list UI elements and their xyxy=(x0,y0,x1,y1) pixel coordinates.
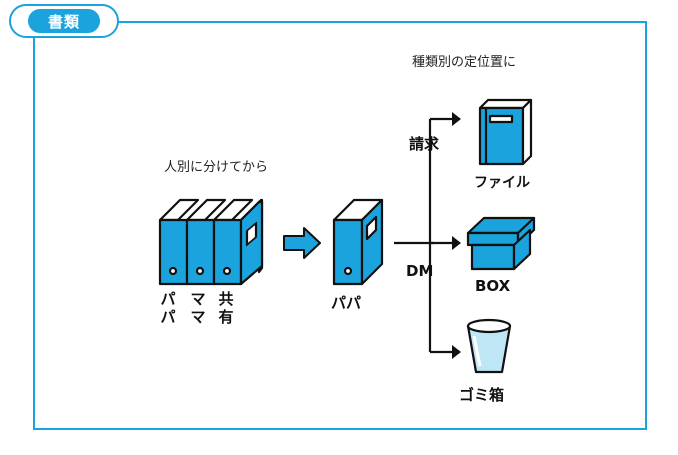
box-icon xyxy=(466,216,536,271)
branch-connector xyxy=(394,117,452,354)
branch-label-dm: DM xyxy=(406,262,434,280)
binder-label-mama: ママ xyxy=(190,290,206,326)
destination-box-label: BOX xyxy=(475,277,511,295)
branch-label-bill: 請求 xyxy=(409,135,440,153)
destination-trash-label: ゴミ箱 xyxy=(459,386,505,404)
destination-file-label: ファイル xyxy=(474,175,530,191)
binder-single xyxy=(332,198,384,286)
binder-group-three xyxy=(158,198,264,286)
binder-label-papa: パパ xyxy=(160,290,176,326)
branch-arrowheads xyxy=(452,112,461,359)
middle-binder-label: パパ xyxy=(331,294,362,312)
right-arrow-icon xyxy=(283,227,321,259)
file-book-icon xyxy=(478,98,533,166)
diagram-frame xyxy=(33,21,647,430)
binder-label-shared: 共有 xyxy=(218,290,234,326)
title-label: 書類 xyxy=(28,9,100,33)
caption-left: 人別に分けてから xyxy=(164,160,269,175)
caption-right: 種類別の定位置に xyxy=(412,55,517,70)
trash-cup-icon xyxy=(466,318,512,374)
title-tab: 書類 xyxy=(9,4,119,38)
